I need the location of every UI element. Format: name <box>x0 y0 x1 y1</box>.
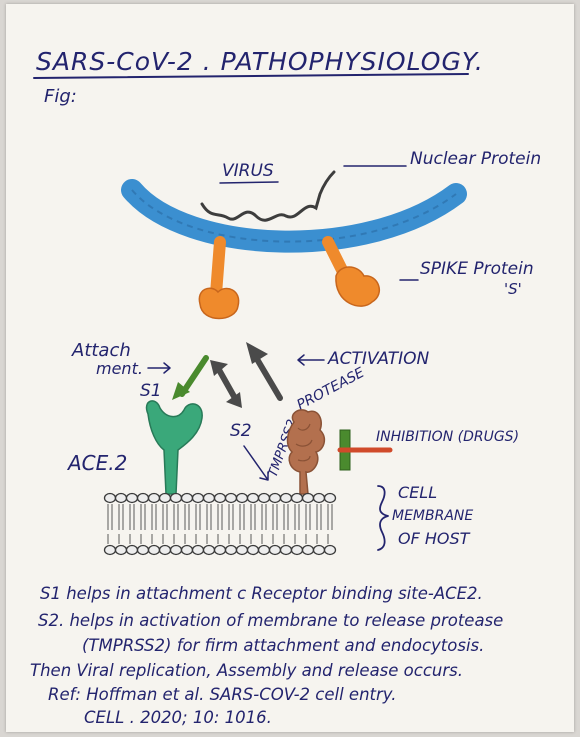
spike-s-label: 'S' <box>504 280 522 298</box>
cell-label-1: CELL <box>398 483 437 502</box>
ace2-receptor <box>147 401 203 494</box>
activation-label: ACTIVATION <box>327 349 430 369</box>
page-title: SARS-CoV-2 . PATHOPHYSIOLOGY. <box>36 47 484 76</box>
fig-label: Fig: <box>44 86 77 107</box>
virus-label: VIRUS <box>222 161 274 181</box>
attachment-label-2: ment. <box>96 359 143 378</box>
attachment-label-1: Attach <box>71 340 131 361</box>
attachment-arrow <box>172 358 206 400</box>
cell-label-2: MEMBRANE <box>392 508 473 524</box>
note-line: (TMPRSS2) for firm attachment and endocy… <box>82 636 484 655</box>
spike-protein-right <box>328 242 379 306</box>
s1-label: S1 <box>140 381 162 401</box>
protease-label: PROTEASE <box>294 365 367 414</box>
note-line: Ref: Hoffman et al. SARS-COV-2 cell entr… <box>48 685 397 704</box>
ace2-label: ACE.2 <box>66 451 127 475</box>
note-line: Then Viral replication, Assembly and rel… <box>30 661 463 680</box>
note-line: CELL . 2020; 10: 1016. <box>84 708 272 727</box>
cell-membrane-brace <box>378 486 388 550</box>
s2-label: S2 <box>230 421 252 441</box>
cell-label-3: OF HOST <box>398 529 471 548</box>
nuclear-protein-label: Nuclear Protein <box>410 149 541 169</box>
activation-pointer <box>298 355 324 365</box>
notes: S1 helps in attachment c Receptor bindin… <box>30 584 503 727</box>
spike-protein-label: SPIKE Protein <box>420 259 534 279</box>
activation-arrow <box>246 342 280 398</box>
pathophysiology-diagram: SARS-CoV-2 . PATHOPHYSIOLOGY. Fig: VIRUS… <box>6 4 574 732</box>
s2-double-arrow <box>210 360 242 408</box>
s2-pointer <box>244 446 268 480</box>
note-line: S1 helps in attachment c Receptor bindin… <box>40 584 483 603</box>
spike-protein-left <box>199 242 238 319</box>
cell-membrane <box>105 494 336 555</box>
inhibition-label: INHIBITION (DRUGS) <box>376 429 519 445</box>
tmprss2-protease <box>288 410 325 494</box>
notebook-page: SARS-CoV-2 . PATHOPHYSIOLOGY. Fig: VIRUS… <box>6 4 574 732</box>
attachment-pointer <box>148 363 170 373</box>
virus-underline <box>220 182 278 183</box>
note-line: S2. helps in activation of membrane to r… <box>38 611 503 630</box>
